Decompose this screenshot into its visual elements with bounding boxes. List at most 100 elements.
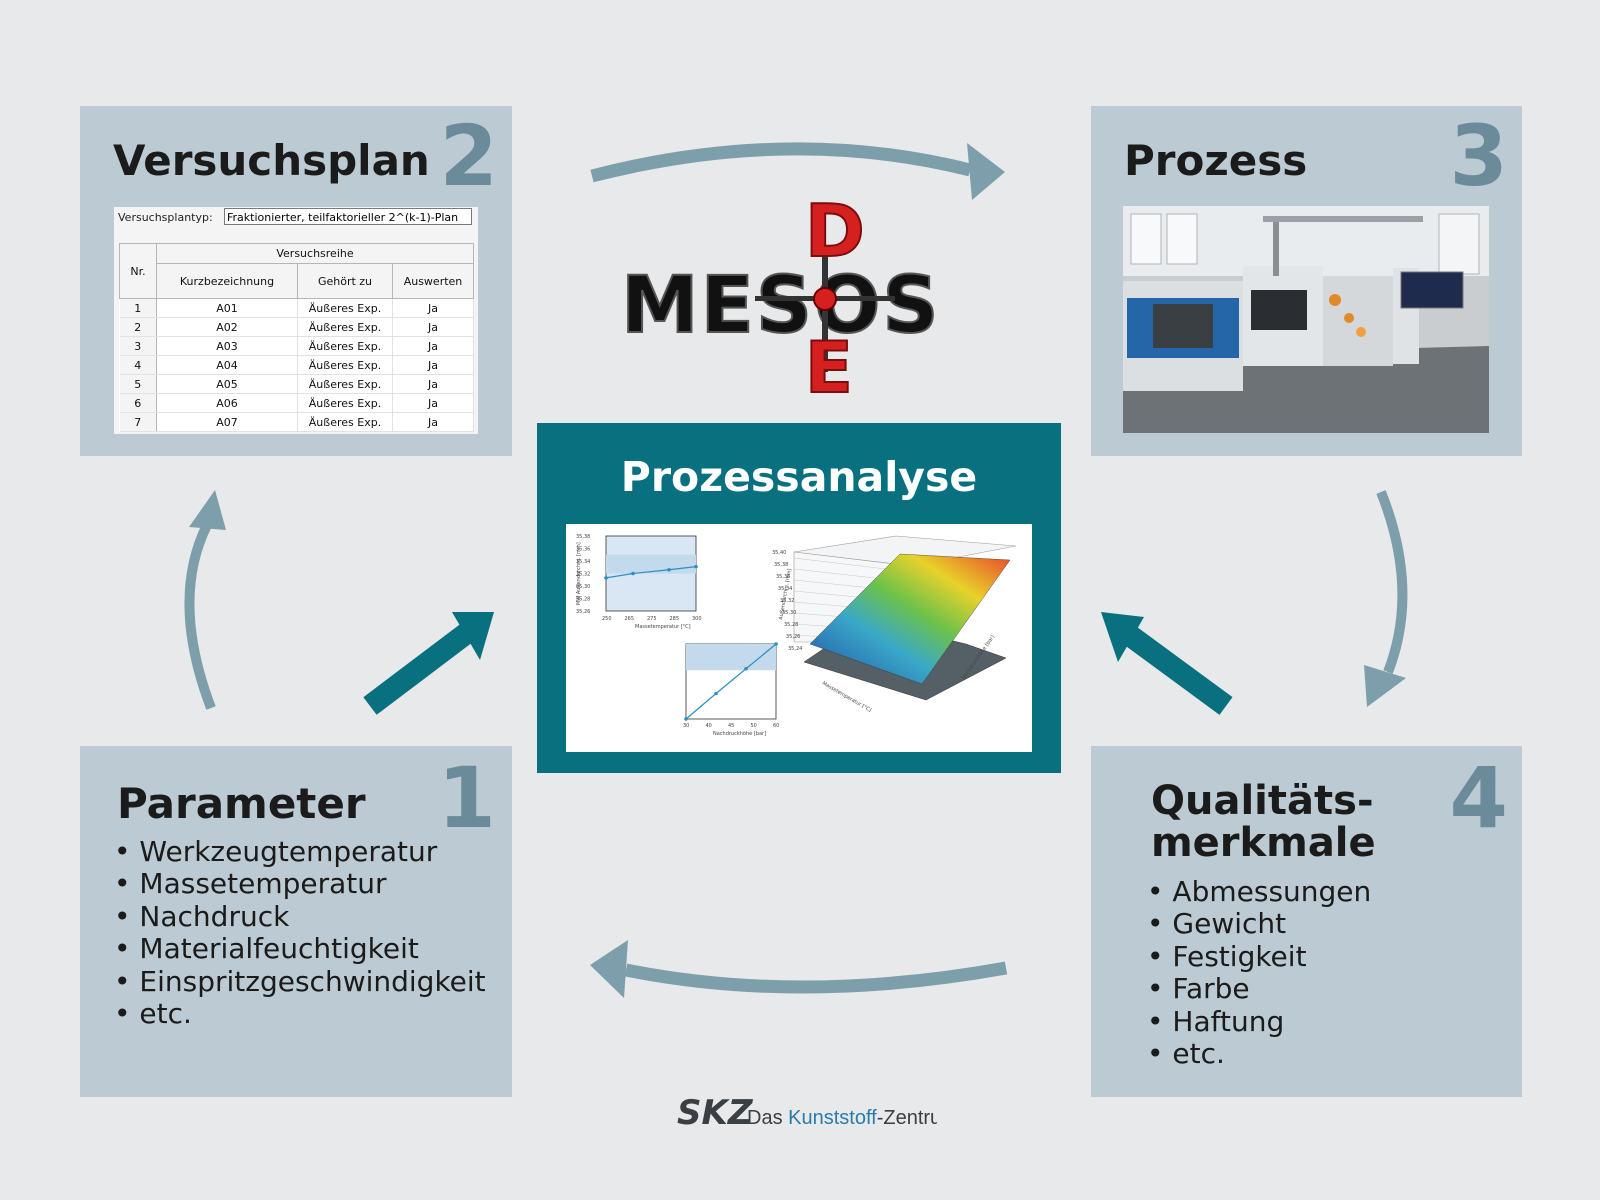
gehoert-zu-cell: Äußeres Exp. bbox=[297, 317, 393, 337]
arrow-2-to-3-icon bbox=[590, 142, 1005, 200]
chart2-x-label: Nachdruckhöhe [bar] bbox=[713, 731, 766, 737]
chart3-z-tick: 35,32 bbox=[780, 598, 794, 604]
parameter-title: Parameter bbox=[117, 779, 366, 828]
qualitaet-title-line1: Qualitäts- bbox=[1151, 778, 1374, 824]
col-header-auswerten[interactable]: Auswerten bbox=[392, 263, 474, 299]
plan-type-field[interactable]: Fraktionierter, teilfaktorieller 2^(k-1)… bbox=[224, 208, 472, 225]
kurzbezeichnung-cell: A01 bbox=[156, 298, 298, 318]
auswerten-cell: Ja bbox=[392, 355, 474, 375]
qualitaetsmerkmale-box: Qualitäts- merkmale 4 Abmessungen Gewich… bbox=[1091, 746, 1522, 1097]
step-number-4: 4 bbox=[1449, 749, 1508, 847]
chart1-y-tick: 35,32 bbox=[576, 572, 590, 578]
tagline-suffix: -Zentrum bbox=[877, 1107, 937, 1129]
chart2-series-line bbox=[685, 643, 777, 720]
chart3-z-tick: 35,40 bbox=[772, 550, 786, 556]
machine-photo bbox=[1123, 206, 1489, 433]
chart3-z-tick: 35,26 bbox=[786, 634, 800, 640]
chart1-y-tick: 35,26 bbox=[576, 609, 590, 615]
gehoert-zu-cell: Äußeres Exp. bbox=[297, 298, 393, 318]
logo-letter-d: D bbox=[805, 194, 865, 273]
chart2-x-tick: 40 bbox=[706, 723, 712, 729]
chart1-x-tick: 300 bbox=[692, 616, 702, 622]
chart3-z-tick: 35,24 bbox=[788, 646, 802, 652]
chart1-y-tick: 35,28 bbox=[576, 597, 590, 603]
col-header-nr[interactable]: Nr. bbox=[119, 243, 157, 299]
chart2-x-tick: 30 bbox=[683, 723, 689, 729]
versuchsplan-table-panel: Versuchsplantyp: Fraktionierter, teilfak… bbox=[114, 207, 478, 434]
chart1-x-label: Massetemperatur [°C] bbox=[635, 624, 691, 630]
gehoert-zu-cell: Äußeres Exp. bbox=[297, 412, 393, 432]
chart1-x-tick: 250 bbox=[602, 616, 612, 622]
gehoert-zu-cell: Äußeres Exp. bbox=[297, 336, 393, 356]
chart1-y-tick: 35,38 bbox=[576, 534, 590, 540]
list-item: Abmessungen bbox=[1147, 875, 1371, 908]
row-nr: 1 bbox=[119, 298, 157, 318]
auswerten-cell: Ja bbox=[392, 412, 474, 432]
auswerten-cell: Ja bbox=[392, 393, 474, 413]
chart3-z-tick: 35,30 bbox=[782, 610, 796, 616]
chart3-z-tick: 35,28 bbox=[784, 622, 798, 628]
chart2-x-tick: 50 bbox=[751, 723, 757, 729]
chart1-y-tick: 35,36 bbox=[576, 547, 590, 553]
prozess-box: Prozess 3 bbox=[1091, 106, 1522, 456]
chart1-point bbox=[604, 576, 608, 580]
auswerten-cell: Ja bbox=[392, 374, 474, 394]
row-nr: 2 bbox=[119, 317, 157, 337]
row-nr: 4 bbox=[119, 355, 157, 375]
chart1-y-tick: 35,34 bbox=[576, 559, 590, 565]
col-header-gehoert-zu[interactable]: Gehört zu bbox=[297, 263, 393, 299]
chart1-point bbox=[667, 567, 671, 572]
chart1-y-tick: 35,30 bbox=[576, 584, 590, 590]
kurzbezeichnung-cell: A07 bbox=[156, 412, 298, 432]
prozessanalyse-title: Prozessanalyse bbox=[620, 453, 978, 501]
group-header-versuchsreihe: Versuchsreihe bbox=[156, 243, 474, 264]
logo-text-mesos: MESOS bbox=[621, 261, 941, 351]
chart3-z-tick: 35,34 bbox=[778, 586, 792, 592]
arrow-1-to-2-icon bbox=[184, 490, 226, 710]
step-number-2: 2 bbox=[439, 107, 498, 205]
kurzbezeichnung-cell: A03 bbox=[156, 336, 298, 356]
qualitaet-title-line2: merkmale bbox=[1151, 820, 1376, 866]
chart1-x-tick: 285 bbox=[670, 616, 680, 622]
chart1-band bbox=[606, 554, 696, 574]
row-nr: 6 bbox=[119, 393, 157, 413]
chart2-point bbox=[684, 717, 688, 721]
row-nr: 5 bbox=[119, 374, 157, 394]
prozess-title: Prozess bbox=[1124, 136, 1308, 185]
chart1-x-tick: 265 bbox=[625, 616, 635, 622]
auswerten-cell: Ja bbox=[392, 298, 474, 318]
gehoert-zu-cell: Äußeres Exp. bbox=[297, 355, 393, 375]
chart1-x-tick: 275 bbox=[647, 616, 657, 622]
auswerten-cell: Ja bbox=[392, 317, 474, 337]
list-item: Materialfeuchtigkeit bbox=[114, 932, 486, 965]
list-item: Haftung bbox=[1147, 1005, 1371, 1038]
qualitaet-list: Abmessungen Gewicht Festigkeit Farbe Haf… bbox=[1147, 875, 1371, 1070]
plan-type-label: Versuchsplantyp: bbox=[118, 211, 213, 224]
chart3-z-tick: 35,36 bbox=[776, 574, 790, 580]
chart2-x-tick: 45 bbox=[728, 723, 734, 729]
skz-brand: SKZ bbox=[677, 1093, 754, 1130]
mesos-de-logo: MESOS D E bbox=[620, 194, 941, 394]
chart2-point bbox=[714, 691, 718, 696]
step-number-1: 1 bbox=[437, 749, 496, 847]
parameter-box: Parameter 1 Werkzeugtemperatur Massetemp… bbox=[80, 746, 512, 1097]
list-item: Festigkeit bbox=[1147, 940, 1371, 973]
chart2-x-tick: 60 bbox=[773, 723, 779, 729]
kurzbezeichnung-cell: A02 bbox=[156, 317, 298, 337]
kurzbezeichnung-cell: A04 bbox=[156, 355, 298, 375]
col-header-kurzbezeichnung[interactable]: Kurzbezeichnung bbox=[156, 263, 298, 299]
list-item: Massetemperatur bbox=[114, 868, 486, 901]
chart1-series-line bbox=[605, 566, 697, 579]
list-item: Gewicht bbox=[1147, 908, 1371, 941]
arrow-quality-to-analysis-icon bbox=[1101, 612, 1233, 715]
gehoert-zu-cell: Äußeres Exp. bbox=[297, 374, 393, 394]
analysis-charts-panel: 250 265 275 285 300 35,38 35,36 35,34 35,32 35,30… bbox=[566, 524, 1032, 752]
